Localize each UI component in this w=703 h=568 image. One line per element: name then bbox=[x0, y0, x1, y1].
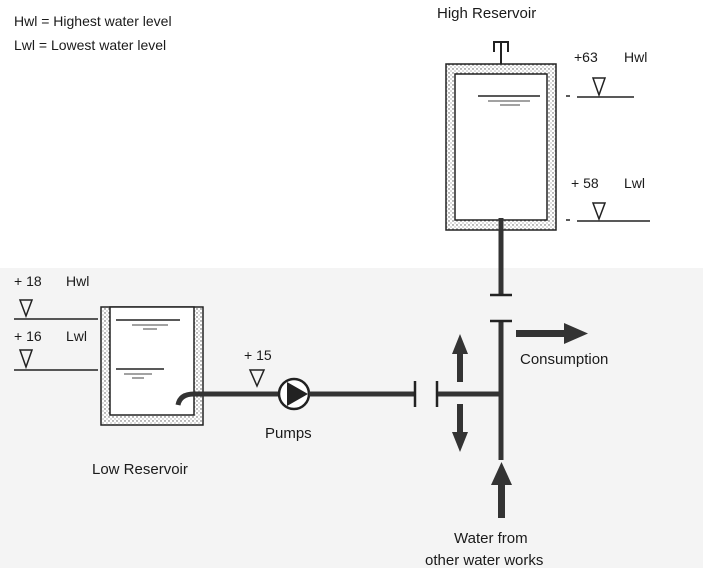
low-lwl-value: + 16 bbox=[14, 328, 42, 344]
low-lwl-marker bbox=[14, 349, 98, 371]
low-hwl-marker bbox=[14, 299, 98, 320]
high-lwl-value: + 58 bbox=[571, 175, 599, 191]
consumption-label: Consumption bbox=[520, 351, 608, 368]
suction-pipe bbox=[175, 391, 280, 406]
other-works-line2: other water works bbox=[425, 552, 543, 568]
other-works-line1: Water from bbox=[454, 530, 528, 547]
arrow-right-icon bbox=[516, 323, 588, 344]
low-hwl-label: Hwl bbox=[66, 273, 89, 289]
high-reservoir-title: High Reservoir bbox=[437, 5, 536, 22]
high-hwl-value: +63 bbox=[574, 49, 598, 65]
vent-icon bbox=[493, 41, 509, 66]
pumps-label: Pumps bbox=[265, 425, 312, 442]
legend-lwl: Lwl = Lowest water level bbox=[14, 37, 166, 53]
pump-level-marker bbox=[248, 369, 266, 388]
high-lwl-label: Lwl bbox=[624, 175, 645, 191]
low-hwl-value: + 18 bbox=[14, 273, 42, 289]
arrow-up-icon bbox=[452, 334, 468, 382]
low-reservoir-tank bbox=[100, 306, 204, 426]
low-lwl-label: Lwl bbox=[66, 328, 87, 344]
high-hwl-marker bbox=[566, 77, 634, 98]
high-reservoir-tank bbox=[445, 63, 557, 231]
high-lwl-marker bbox=[566, 202, 650, 222]
high-hwl-label: Hwl bbox=[624, 49, 647, 65]
legend-hwl: Hwl = Highest water level bbox=[14, 13, 172, 29]
arrow-down-icon bbox=[452, 404, 468, 452]
pump-icon bbox=[277, 377, 311, 411]
pump-level-value: + 15 bbox=[244, 347, 272, 363]
low-reservoir-title: Low Reservoir bbox=[92, 461, 188, 478]
distribution-main bbox=[438, 322, 504, 460]
arrow-up-supply-icon bbox=[491, 462, 512, 518]
